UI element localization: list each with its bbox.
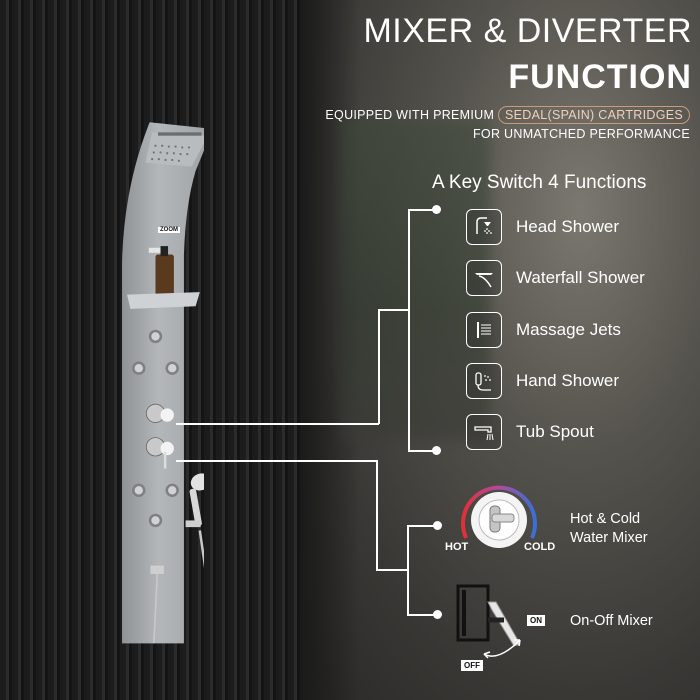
subtitle-prefix: EQUIPPED WITH PREMIUM	[325, 108, 495, 122]
function-massage-jets: Massage Jets	[466, 312, 621, 348]
function-tub-spout: Tub Spout	[466, 414, 594, 450]
connector-line	[408, 209, 436, 211]
subtitle-line1: EQUIPPED WITH PREMIUM SEDAL(SPAIN) CARTR…	[325, 106, 690, 124]
connector-line	[407, 525, 409, 615]
connector-line	[408, 209, 410, 451]
connector-dot	[432, 205, 441, 214]
subtitle-highlight: SEDAL(SPAIN) CARTRIDGES	[498, 106, 690, 124]
on-off-mixer-label: On-Off Mixer	[570, 613, 653, 629]
cold-label: COLD	[524, 541, 556, 553]
connector-line	[376, 460, 378, 570]
connector-dot	[433, 610, 442, 619]
hot-cold-line1: Hot & Cold	[570, 511, 641, 527]
tub-spout-icon	[466, 414, 502, 450]
shelf-tag: ZOOM	[158, 227, 180, 233]
key-switch-heading: A Key Switch 4 Functions	[432, 172, 647, 193]
page-title-line1: MIXER & DIVERTER	[363, 12, 692, 50]
function-label: Hand Shower	[516, 371, 620, 390]
waterfall-icon	[466, 260, 502, 296]
function-head-shower: Head Shower	[466, 209, 619, 245]
hot-label: HOT	[445, 541, 469, 553]
function-waterfall-shower: Waterfall Shower	[466, 260, 645, 296]
shower-panel-illustration	[122, 122, 204, 644]
head-shower-icon	[466, 209, 502, 245]
function-label: Head Shower	[516, 217, 620, 236]
connector-line	[176, 423, 379, 425]
connector-line	[176, 460, 378, 462]
page-title-line2: FUNCTION	[508, 58, 692, 96]
connector-line	[408, 450, 436, 452]
connector-line	[407, 525, 437, 527]
function-label: Tub Spout	[516, 422, 594, 441]
hot-cold-line2: Water Mixer	[570, 530, 648, 546]
connector-line	[378, 309, 409, 311]
function-hand-shower: Hand Shower	[466, 363, 619, 399]
hot-cold-mixer-icon	[461, 485, 537, 548]
hot-cold-mixer-label: Hot & Cold Water Mixer	[570, 510, 648, 548]
function-label: Massage Jets	[516, 320, 621, 339]
connector-dot	[433, 521, 442, 530]
subtitle-line2: FOR UNMATCHED PERFORMANCE	[473, 127, 690, 141]
massage-jets-icon	[466, 312, 502, 348]
connector-line	[407, 614, 437, 616]
on-tag: ON	[527, 615, 545, 626]
connector-dot	[432, 446, 441, 455]
off-tag: OFF	[461, 660, 483, 671]
function-label: Waterfall Shower	[516, 268, 645, 287]
hand-shower-icon	[466, 363, 502, 399]
connector-line	[376, 569, 408, 571]
connector-line	[378, 309, 380, 424]
on-off-mixer-icon	[456, 584, 521, 659]
